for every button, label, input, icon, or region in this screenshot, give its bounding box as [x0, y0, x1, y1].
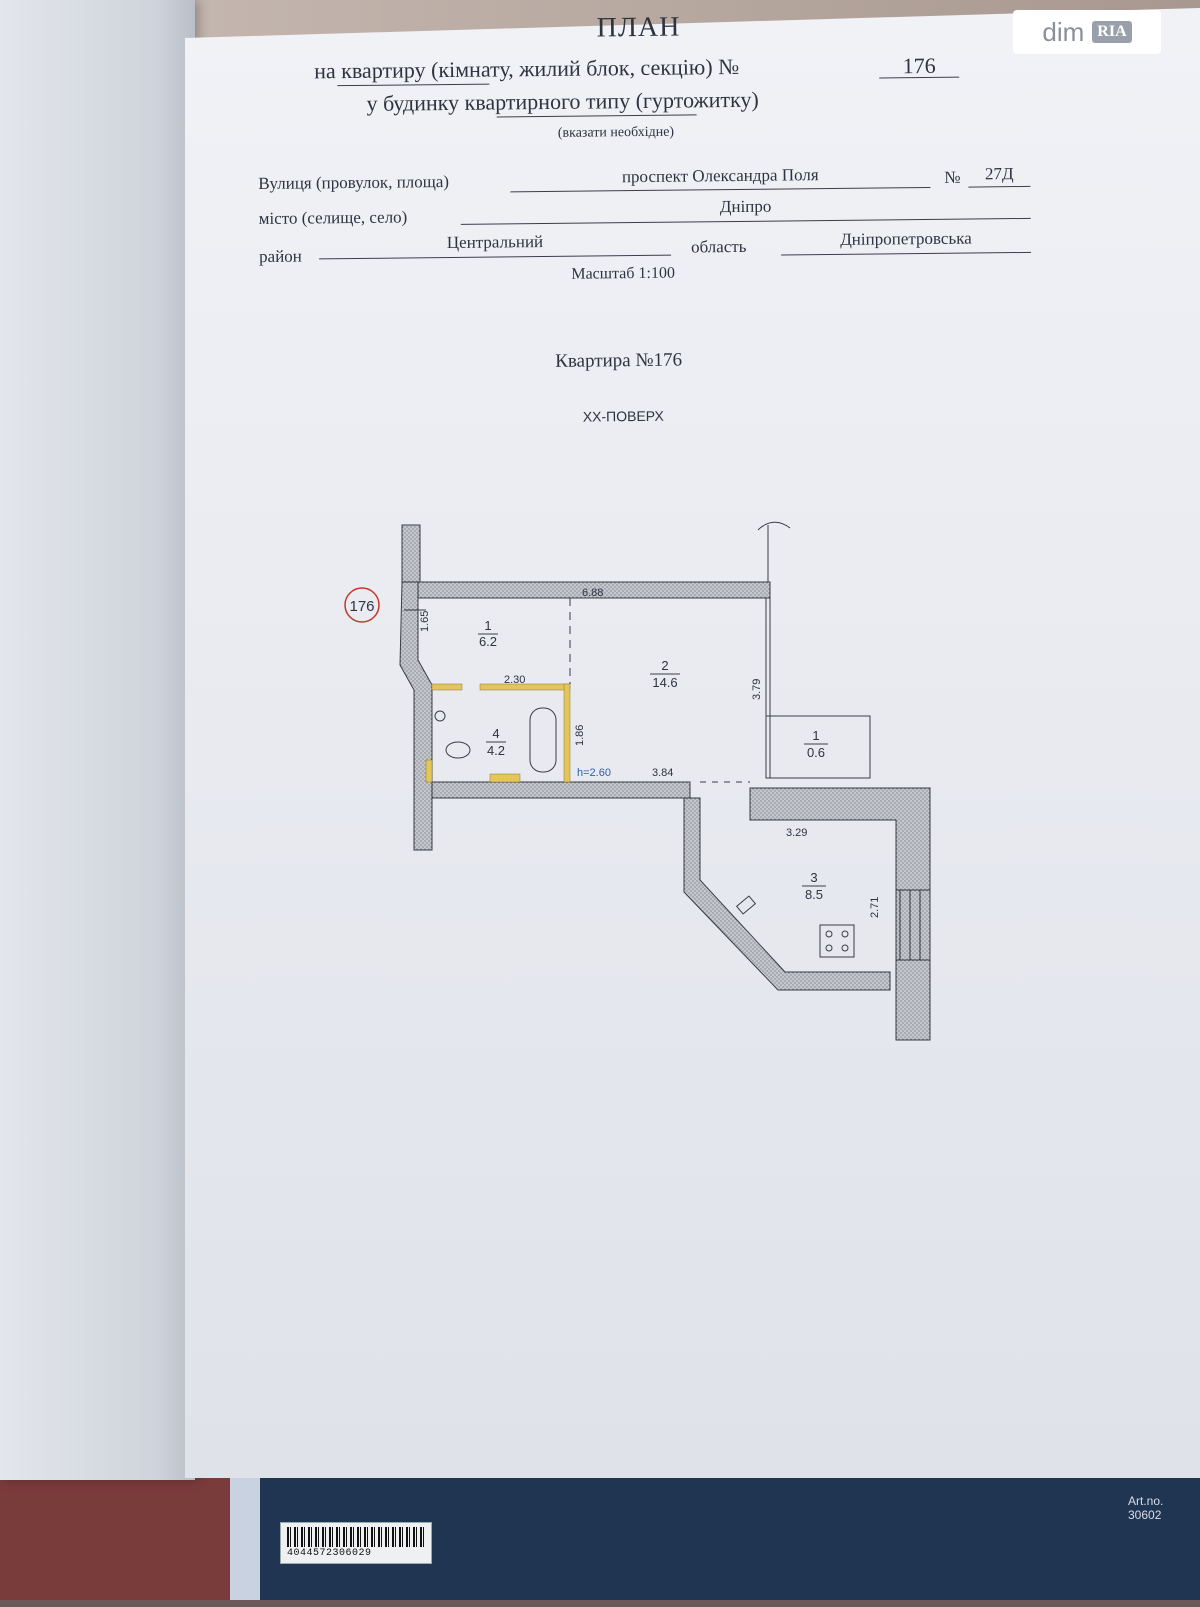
wall-left [399, 581, 433, 851]
dimension-labels: 6.88 1.65 2.30 1.86 3.79 h=2.60 3.84 3.2… [419, 587, 881, 918]
watermark-ria-logo: RIA [1092, 21, 1132, 43]
floor-label: XX-ПОВЕРХ [582, 407, 664, 425]
room-area: 0.6 [807, 745, 825, 760]
ceiling-height-label: h=2.60 [577, 767, 611, 779]
room-number: 2 [661, 658, 668, 673]
dimension-label: 6.88 [582, 587, 603, 599]
street-underline [510, 186, 931, 193]
stove [819, 924, 855, 958]
walls [399, 524, 931, 1041]
room-labels: 1 6.2 2 14.6 4 4.2 1 0.6 3 8.5 [478, 618, 828, 902]
wall-kitchen-right [749, 787, 931, 1041]
scale-text: Масштаб 1:100 [571, 264, 676, 283]
barcode: 4044572306029 [280, 1522, 432, 1564]
dimension-label: 3.79 [751, 679, 763, 700]
region-label: область [690, 236, 747, 257]
dimension-label: 1.86 [574, 725, 586, 746]
document-page [185, 8, 1200, 1478]
number-label: № [944, 167, 961, 187]
document-title: ПЛАН [596, 11, 681, 44]
region-underline [781, 251, 1032, 256]
number-value: 27Д [984, 164, 1014, 184]
fixtures [434, 707, 855, 958]
room-area: 4.2 [487, 743, 505, 758]
dimension-label: 1.65 [419, 611, 431, 632]
dimension-label: 3.84 [652, 767, 673, 779]
apartment-marker-text: 176 [349, 598, 374, 615]
dimension-label: 3.29 [786, 827, 807, 839]
district-label: район [258, 246, 302, 266]
wall-kitchen-diagonal [683, 797, 891, 991]
header-line-1-prefix: на квартиру (кімнату, жилий блок, секцію… [314, 53, 740, 84]
region-value: Дніпропетровська [840, 228, 972, 249]
apartment-title: Квартира №176 [555, 349, 683, 372]
room-area: 8.5 [805, 887, 823, 902]
wall-bottom-left [431, 781, 691, 799]
city-label: місто (селище, село) [258, 207, 408, 228]
apartment-marker-circle [344, 587, 380, 623]
number-underline [968, 185, 1031, 188]
bathroom-walls [425, 683, 571, 783]
street-value: проспект Олександра Поля [621, 165, 819, 187]
dimria-watermark: dim RIA [1013, 10, 1161, 54]
district-value: Центральний [446, 232, 544, 253]
room-area: 14.6 [652, 675, 677, 690]
room-number: 1 [812, 728, 819, 743]
dimension-label: 2.30 [504, 674, 525, 686]
header-hint: (вказати необхідне) [557, 124, 675, 141]
district-underline [319, 254, 672, 260]
header-line-2: у будинку квартирного типу (гуртожитку) [366, 86, 759, 116]
room-area: 6.2 [479, 634, 497, 649]
room-number: 1 [484, 618, 491, 633]
art-number: Art.no. 30602 [1128, 1494, 1164, 1522]
street-label: Вулиця (провулок, площа) [258, 172, 450, 193]
apartment-number-value: 176 [902, 52, 936, 79]
watermark-dim: dim [1042, 16, 1085, 47]
sink [434, 710, 446, 722]
bathtub [529, 707, 557, 773]
kitchen-sink [735, 895, 757, 915]
barcode-digits: 4044572306029 [287, 1548, 372, 1559]
city-value: Дніпро [719, 196, 772, 217]
barcode-bars [287, 1527, 425, 1547]
wall-left-upper [401, 524, 421, 583]
partitions [404, 521, 930, 961]
underline-apartment [337, 83, 490, 87]
room-number: 3 [810, 870, 817, 885]
room-number: 4 [492, 726, 499, 741]
left-page [0, 0, 195, 1480]
dimension-label: 2.71 [869, 897, 881, 918]
toilet [445, 741, 471, 759]
cover-strip [230, 1470, 260, 1600]
header-line-1: на квартиру (кімнату, жилий блок, секцію… [314, 54, 739, 84]
floor-plan: 176 1 6.2 2 14.6 4 4.2 1 0.6 3 8.5 6.88 … [344, 521, 931, 1041]
